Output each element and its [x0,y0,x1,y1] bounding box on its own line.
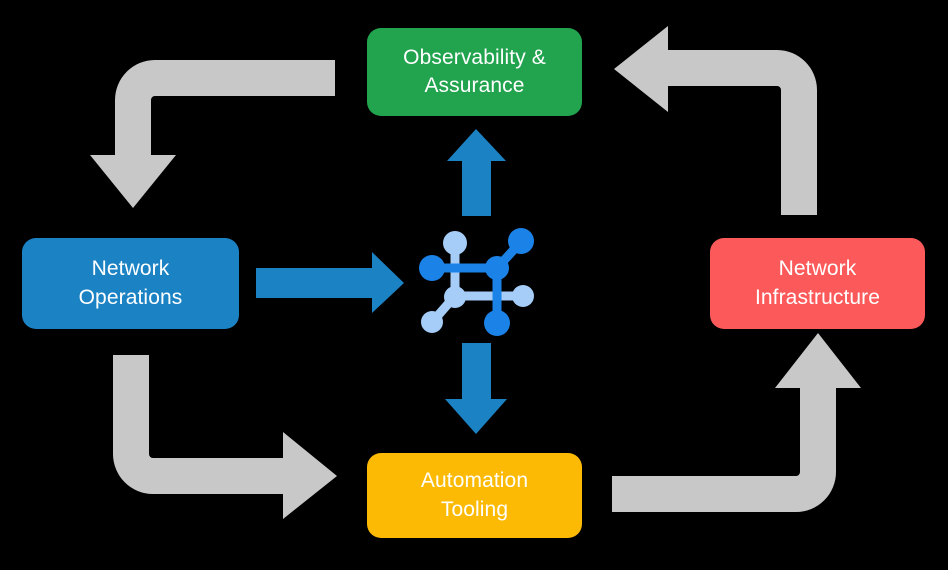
node-box-observability-assurance[interactable]: Observability & Assurance [367,28,582,116]
cycle-arrow-operations-to-automation [113,355,337,519]
network-topology-icon [419,228,534,336]
cycle-arrow-observability-to-operations [90,60,335,208]
node-box-automation-tooling[interactable]: Automation Tooling [367,453,582,538]
cycle-arrow-automation-to-infrastructure [612,333,861,512]
node-box-network-infrastructure[interactable]: Network Infrastructure [710,238,925,329]
flow-arrow-operations-to-center [256,252,404,313]
flow-arrow-center-to-observability [447,129,506,216]
node-box-network-operations[interactable]: Network Operations [22,238,239,329]
flow-arrow-center-to-automation [445,343,507,434]
cycle-arrow-infrastructure-to-observability [614,26,817,215]
